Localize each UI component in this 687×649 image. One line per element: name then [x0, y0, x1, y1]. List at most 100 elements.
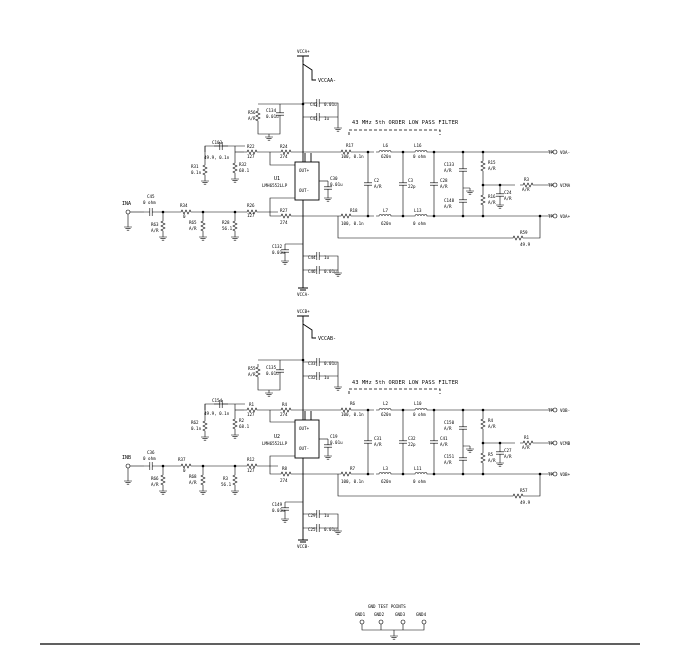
top-out-2-ref: TP: [548, 183, 554, 188]
top-out-1-label: VOA-: [560, 150, 570, 155]
svg-text:OUT+: OUT+: [299, 168, 310, 173]
bottom-r5-ref: R5: [488, 452, 494, 457]
bottom-c29-ref: C29: [308, 513, 316, 518]
bottom-r5-val: A/R: [488, 458, 496, 463]
bottom-c25-ref: C25: [308, 527, 316, 532]
bottom-l10-ref: L10: [414, 401, 422, 406]
top-c2-ref: C2: [374, 178, 380, 183]
top-filter-title: 43 MHz 5th ORDER LOW PASS FILTER: [352, 120, 459, 126]
top-r32-ref: R32: [239, 162, 247, 167]
top-c2-val: A/R: [374, 184, 382, 189]
bottom-l2-ref: L2: [383, 401, 389, 406]
bottom-l11-ref: L11: [414, 466, 422, 471]
bottom-c27-ref: C27: [504, 448, 512, 453]
top-input-net: INA: [122, 201, 131, 207]
bottom-r1b-val: A/R: [522, 445, 530, 450]
bottom-r3-ref: R3: [223, 476, 229, 481]
top-c103-val: 49.9, 0.1n: [204, 155, 230, 160]
svg-text:OUT-: OUT-: [299, 188, 309, 193]
top-l7-ref: L7: [383, 208, 389, 213]
bottom-c31-val: A/R: [374, 442, 382, 447]
top-l13-ref: L13: [414, 208, 422, 213]
gnd-test-points-title: GND TEST POINTS: [368, 604, 406, 609]
top-r56-ref: R56: [248, 110, 256, 115]
bottom-r55-val: A/R: [248, 372, 256, 377]
top-c132-ref: C132: [272, 244, 283, 249]
top-r28-val: 56.1: [222, 226, 233, 231]
top-c45-val: 0 ohm: [143, 200, 156, 205]
bottom-c31-ref: C31: [374, 436, 382, 441]
top-r27-val: 274: [280, 220, 288, 225]
top-r31-ref: R31: [191, 164, 199, 169]
bottom-c32-ref: C32: [308, 375, 316, 380]
bottom-c25-val: 0.01u: [324, 527, 337, 532]
top-c133-val: A/R: [444, 168, 452, 173]
top-r31-val: 0.1n: [191, 170, 202, 175]
top-c46-val: 0.01u: [324, 269, 337, 274]
svg-text:OUT-: OUT-: [299, 446, 309, 451]
top-c133-ref: C133: [444, 162, 455, 167]
bottom-c154-val: 49.9, 0.1n: [204, 411, 230, 416]
top-c43-val: 1u: [324, 116, 330, 121]
top-c42-val: 0.01u: [324, 102, 337, 107]
bottom-r12-ref: R12: [247, 457, 255, 462]
bottom-c150-ref: C150: [444, 420, 455, 425]
top-r15-ref: R15: [488, 160, 496, 165]
bottom-rail-aux: VCCAB-: [318, 336, 336, 342]
bottom-r37-val: 0: [183, 468, 186, 473]
top-c103-ref: C103: [212, 140, 223, 145]
bottom-out-1-label: VOB-: [560, 408, 570, 413]
bottom-c151-ref: C151: [444, 454, 455, 459]
bottom-rail-neg: VCCB-: [297, 544, 310, 549]
top-c24-ref: C24: [504, 190, 512, 195]
bottom-c150-val: A/R: [444, 426, 452, 431]
top-r26-val: 127: [247, 213, 255, 218]
top-r3-ref: R3: [524, 177, 530, 182]
top-c24-val: A/R: [504, 196, 512, 201]
bottom-c135-ref: C135: [266, 365, 277, 370]
top-r26-ref: R26: [247, 203, 255, 208]
top-rail-neg: VCCA-: [297, 292, 310, 297]
top-r18-ref: R18: [350, 208, 358, 213]
bottom-c32b-ref: C32: [408, 436, 416, 441]
top-l6-val: 620n: [381, 154, 392, 159]
bottom-circuit: VCCB+ VCCAB- C33 0.01u C32 1u R55 A/R C1…: [122, 309, 571, 549]
bottom-r2-val: 68.1: [239, 424, 250, 429]
bottom-l10-val: 0 ohm: [413, 412, 426, 417]
bottom-c149-ref: C149: [272, 502, 283, 507]
top-r24-ref: R24: [280, 144, 288, 149]
bottom-r68-ref: R68: [189, 474, 197, 479]
top-c148-ref: C148: [444, 198, 455, 203]
top-r32-val: 68.1: [239, 168, 250, 173]
top-r16-ref: R16: [488, 194, 496, 199]
top-r18-val: 100, 0.1n: [341, 221, 364, 226]
top-r17-val: 100, 0.1n: [341, 154, 364, 159]
top-r28-ref: R28: [222, 220, 230, 225]
top-l16-ref: L16: [414, 143, 422, 148]
top-c45-ref: C45: [147, 194, 155, 199]
top-r27-ref: R27: [280, 208, 288, 213]
bottom-c41-ref: C41: [440, 436, 448, 441]
top-out-3-label: VOA+: [560, 214, 571, 219]
bottom-c19-ref: C19: [330, 434, 338, 439]
bottom-filter-title: 43 MHz 5th ORDER LOW PASS FILTER: [352, 380, 459, 386]
gnd-test-points: GND TEST POINTS GND1 GND2 GND3 GND4: [355, 604, 427, 640]
gnd-point-1-label: GND1: [355, 612, 366, 617]
top-r17-ref: R17: [346, 143, 354, 148]
bottom-c151-val: A/R: [444, 460, 452, 465]
bottom-out-1-ref: TP: [548, 408, 554, 413]
top-c42-ref: C42: [310, 102, 318, 107]
top-l16-val: 0 ohm: [413, 154, 426, 159]
top-l7-val: 620n: [381, 221, 392, 226]
top-c30-val: 0.01u: [330, 182, 343, 187]
bottom-c149-val: 0.01u: [272, 508, 285, 513]
bottom-r8-val: 274: [280, 478, 288, 483]
bottom-r7-ref: R7: [350, 466, 356, 471]
bottom-r1-val: 127: [247, 412, 255, 417]
top-out-3-ref: TP: [548, 214, 554, 219]
top-opamp: [294, 161, 320, 201]
bottom-r1b-ref: R1: [524, 435, 530, 440]
bottom-r57-val: 49.9: [520, 500, 531, 505]
bottom-l11-val: 0 ohm: [413, 479, 426, 484]
bottom-c32-val: 1u: [324, 375, 330, 380]
